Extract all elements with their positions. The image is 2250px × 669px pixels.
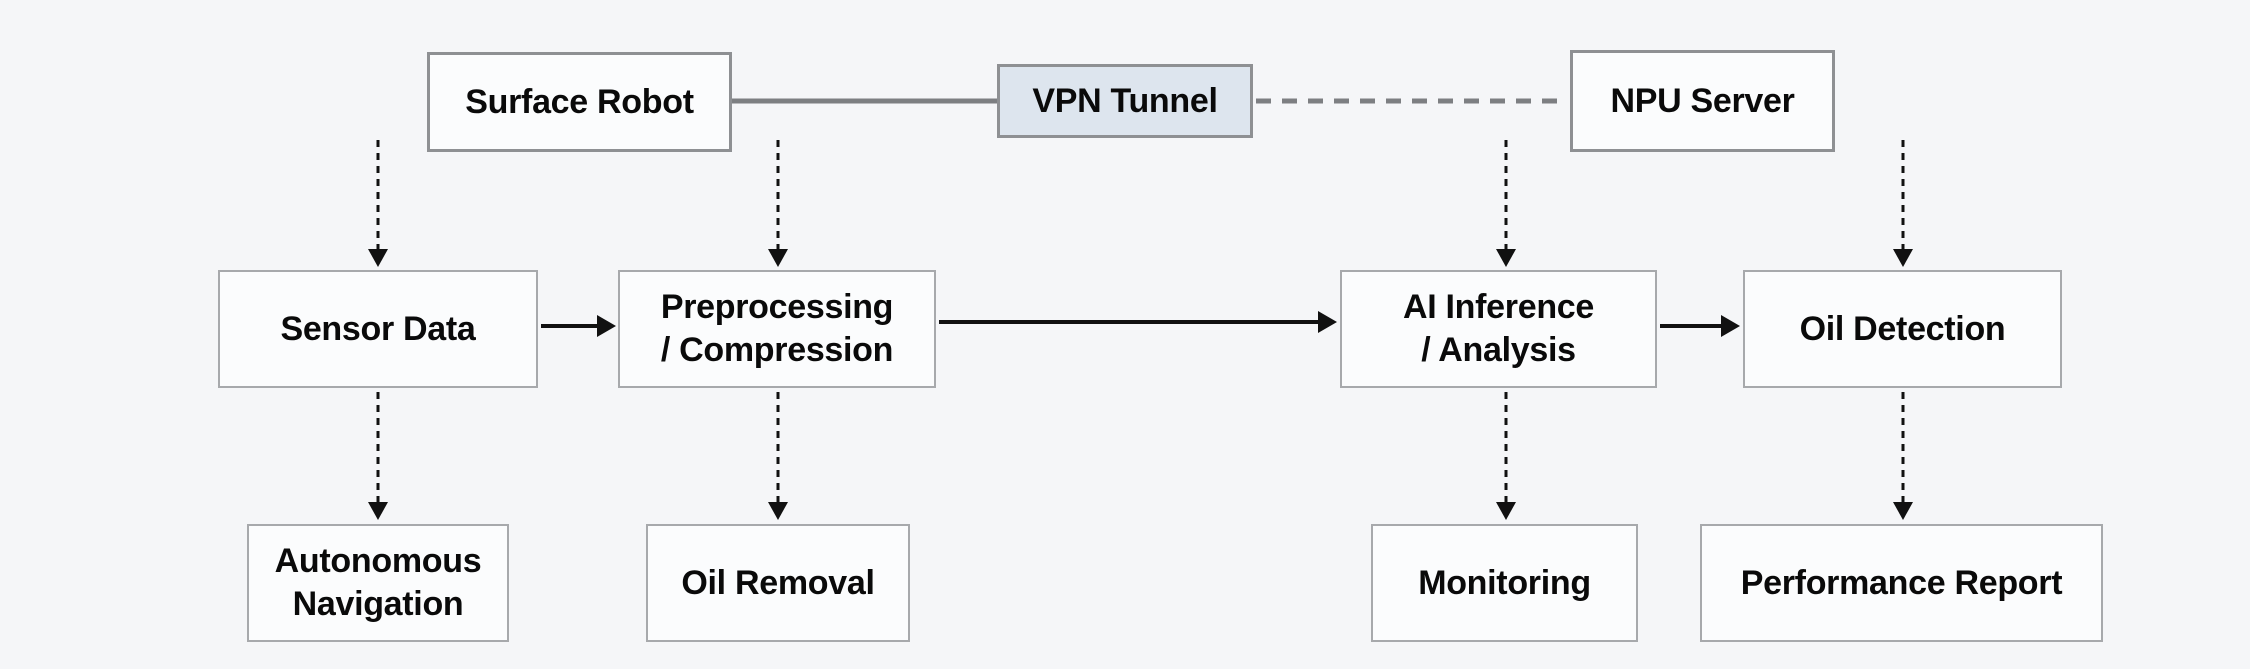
node-sensor-data: Sensor Data bbox=[218, 270, 538, 388]
node-monitoring: Monitoring bbox=[1371, 524, 1638, 642]
arrow-npu-server-to-oil-detection bbox=[1893, 140, 1913, 267]
node-autonomous-navigation-label-line2: Navigation bbox=[292, 585, 464, 623]
node-sensor-data-label: Sensor Data bbox=[280, 309, 476, 348]
node-performance-report: Performance Report bbox=[1700, 524, 2103, 642]
arrow-surface-robot-to-sensor-data bbox=[368, 140, 388, 267]
node-monitoring-label: Monitoring bbox=[1418, 563, 1591, 602]
arrow-preprocessing-to-oil-removal bbox=[768, 392, 788, 520]
node-autonomous-navigation-label-line1: Autonomous bbox=[274, 542, 482, 581]
node-npu-server: NPU Server bbox=[1570, 50, 1835, 152]
arrow-preprocessing-to-ai-inference bbox=[939, 311, 1337, 333]
node-preprocessing-label-line2: / Compression bbox=[660, 331, 894, 369]
arrow-ai-inference-to-monitoring bbox=[1496, 392, 1516, 520]
arrow-sensor-data-to-preprocessing bbox=[541, 315, 616, 337]
node-ai-inference-label-line2: / Analysis bbox=[1421, 331, 1576, 369]
arrow-oil-detection-to-performance-report bbox=[1893, 392, 1913, 520]
arrow-npu-server-to-ai-inference bbox=[1496, 140, 1516, 267]
node-performance-report-label: Performance Report bbox=[1740, 563, 2063, 602]
node-vpn-tunnel-label: VPN Tunnel bbox=[1032, 81, 1218, 120]
arrow-vpn-tunnel-to-preprocessing bbox=[768, 140, 788, 267]
node-surface-robot-label: Surface Robot bbox=[465, 82, 694, 121]
node-oil-removal-label: Oil Removal bbox=[681, 563, 875, 602]
node-vpn-tunnel: VPN Tunnel bbox=[997, 64, 1253, 138]
node-ai-inference-analysis: AI Inference / Analysis bbox=[1340, 270, 1657, 388]
arrow-sensor-data-to-autonomous-navigation bbox=[368, 392, 388, 520]
node-autonomous-navigation: Autonomous Navigation bbox=[247, 524, 509, 642]
arrow-ai-inference-to-oil-detection bbox=[1660, 315, 1740, 337]
node-oil-detection-label: Oil Detection bbox=[1799, 309, 2006, 348]
node-preprocessing-label-line1: Preprocessing bbox=[660, 288, 894, 327]
node-ai-inference-label-line1: AI Inference bbox=[1402, 288, 1595, 327]
node-npu-server-label: NPU Server bbox=[1610, 81, 1795, 120]
node-surface-robot: Surface Robot bbox=[427, 52, 732, 152]
node-oil-detection: Oil Detection bbox=[1743, 270, 2062, 388]
node-oil-removal: Oil Removal bbox=[646, 524, 910, 642]
node-preprocessing-compression: Preprocessing / Compression bbox=[618, 270, 936, 388]
